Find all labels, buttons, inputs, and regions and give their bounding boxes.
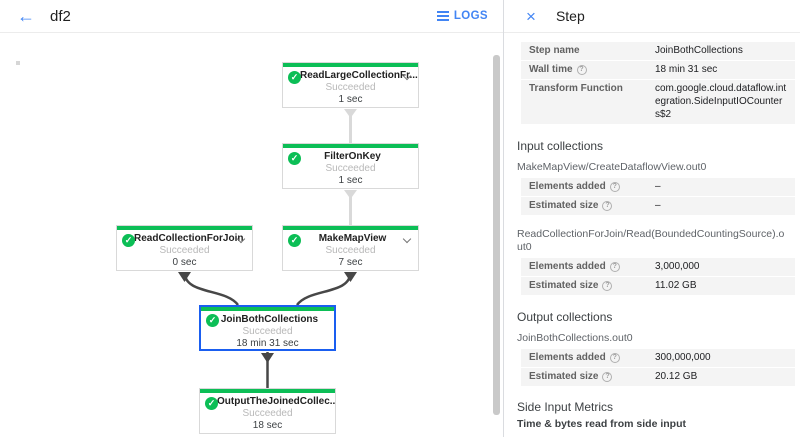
metric-value: –: [655, 200, 661, 211]
detail-label: Transform Function: [529, 83, 623, 94]
node-success-bar: [283, 63, 418, 67]
node-status: Succeeded: [325, 163, 376, 174]
graph-node-outputthejoined[interactable]: ✓ OutputTheJoinedCollec... Succeeded 18 …: [199, 388, 336, 434]
help-icon[interactable]: ?: [602, 280, 613, 291]
column-header-side-input-collection: Side input collection: [517, 435, 663, 437]
metric-value: 3,000,000: [655, 261, 700, 272]
canvas-artifact: [16, 61, 20, 65]
node-success-bar: [117, 226, 252, 230]
column-header-bytes-read: Bytes read: [751, 435, 794, 437]
metric-value: 20.12 GB: [655, 371, 698, 382]
node-success-bar: [200, 389, 335, 393]
metric-value: 300,000,000: [655, 352, 711, 363]
back-arrow-icon[interactable]: ←: [17, 6, 35, 26]
output-collections-heading: Output collections: [517, 310, 613, 324]
metric-label: Elements added?: [529, 180, 655, 193]
metric-value: –: [655, 181, 661, 192]
node-label: FilterOnKey: [324, 151, 381, 162]
detail-value: com.google.cloud.dataflow.integration.Si…: [655, 83, 787, 120]
success-check-icon: ✓: [288, 71, 301, 84]
collection-name: ReadCollectionForJoin/Read(BoundedCounti…: [517, 228, 785, 253]
graph-node-joinbothcollections-selected[interactable]: ✓ JoinBothCollections Succeeded 18 min 3…: [199, 305, 336, 351]
panel-title: Step: [555, 8, 585, 24]
vertical-scrollbar[interactable]: [493, 55, 500, 415]
job-header: ← df2 LOGS: [0, 0, 503, 33]
node-label: ReadLargeCollectionFr...: [300, 70, 418, 81]
side-input-metrics-subheading: Time & bytes read from side input: [517, 418, 687, 430]
detail-row-step-name: Step name JoinBothCollections: [521, 42, 795, 60]
node-status: Succeeded: [325, 82, 376, 93]
graph-node-readcollectionforjoin[interactable]: ✓ ReadCollectionForJoin Succeeded 0 sec: [116, 225, 253, 271]
metric-label: Estimated size?: [529, 279, 655, 292]
collection-name: MakeMapView/CreateDataflowView.out0: [517, 161, 707, 173]
success-check-icon: ✓: [288, 152, 301, 165]
metric-label: Estimated size?: [529, 199, 655, 212]
metric-row-estimated-size: Estimated size? –: [521, 197, 795, 215]
node-label: OutputTheJoinedCollec...: [217, 396, 335, 407]
node-duration: 1 sec: [338, 175, 363, 186]
node-duration: 18 min 31 sec: [236, 338, 299, 349]
side-input-metrics-heading: Side Input Metrics: [517, 400, 614, 414]
node-label: JoinBothCollections: [220, 314, 319, 325]
close-icon[interactable]: ×: [526, 6, 536, 26]
node-label: MakeMapView: [318, 233, 387, 244]
metric-row-estimated-size: Estimated size? 11.02 GB: [521, 277, 795, 295]
success-check-icon: ✓: [288, 234, 301, 247]
metric-label: Elements added?: [529, 351, 655, 364]
success-check-icon: ✓: [206, 314, 219, 327]
graph-pane: ← df2 LOGS: [0, 0, 504, 437]
detail-value: 18 min 31 sec: [655, 64, 718, 75]
logs-list-icon: [436, 11, 449, 21]
success-check-icon: ✓: [122, 234, 135, 247]
panel-body: Step name JoinBothCollections Wall time?…: [504, 33, 800, 437]
node-success-bar: [201, 307, 334, 311]
column-header-time-spent-reading: Time spent reading: [663, 435, 751, 437]
node-duration: 7 sec: [338, 257, 363, 268]
job-title: df2: [50, 7, 71, 25]
collection-name: JoinBothCollections.out0: [517, 332, 633, 344]
help-icon[interactable]: ?: [609, 181, 620, 192]
metric-row-elements-added: Elements added? –: [521, 178, 795, 196]
graph-node-makemapview[interactable]: ✓ MakeMapView Succeeded 7 sec: [282, 225, 419, 271]
detail-label: Wall time?: [529, 63, 655, 76]
graph-canvas[interactable]: ✓ ReadLargeCollectionFr... Succeeded 1 s…: [0, 33, 503, 437]
success-check-icon: ✓: [205, 397, 218, 410]
node-duration: 1 sec: [338, 94, 363, 105]
help-icon[interactable]: ?: [602, 371, 613, 382]
graph-node-readlargecollection[interactable]: ✓ ReadLargeCollectionFr... Succeeded 1 s…: [282, 62, 419, 108]
step-details-panel: × Step Step name JoinBothCollections Wal…: [504, 0, 800, 437]
logs-label: LOGS: [453, 10, 488, 22]
help-icon[interactable]: ?: [576, 64, 587, 75]
node-success-bar: [283, 226, 418, 230]
node-label: ReadCollectionForJoin: [134, 233, 244, 244]
metric-row-estimated-size: Estimated size? 20.12 GB: [521, 368, 795, 386]
metric-row-elements-added: Elements added? 3,000,000: [521, 258, 795, 276]
help-icon[interactable]: ?: [609, 352, 620, 363]
metric-value: 11.02 GB: [655, 280, 697, 291]
panel-header: × Step: [504, 0, 800, 33]
node-status: Succeeded: [159, 245, 210, 256]
node-duration: 18 sec: [252, 420, 283, 431]
node-status: Succeeded: [242, 408, 293, 419]
node-duration: 0 sec: [172, 257, 197, 268]
side-input-metrics-table: Side input collection Time spent reading…: [517, 435, 794, 437]
input-collections-heading: Input collections: [517, 139, 604, 153]
metric-label: Estimated size?: [529, 370, 655, 383]
detail-row-wall-time: Wall time? 18 min 31 sec: [521, 61, 795, 79]
help-icon[interactable]: ?: [609, 261, 620, 272]
logs-button[interactable]: LOGS: [436, 10, 488, 22]
detail-row-transform-function: Transform Function com.google.cloud.data…: [521, 80, 795, 124]
help-icon[interactable]: ?: [602, 200, 613, 211]
metric-row-elements-added: Elements added? 300,000,000: [521, 349, 795, 367]
node-status: Succeeded: [325, 245, 376, 256]
graph-edges: [178, 109, 357, 388]
node-success-bar: [283, 144, 418, 148]
detail-value: JoinBothCollections: [655, 45, 743, 56]
node-status: Succeeded: [242, 326, 293, 337]
graph-node-filteronkey[interactable]: ✓ FilterOnKey Succeeded 1 sec: [282, 143, 419, 189]
detail-label: Step name: [529, 45, 580, 56]
metric-label: Elements added?: [529, 260, 655, 273]
